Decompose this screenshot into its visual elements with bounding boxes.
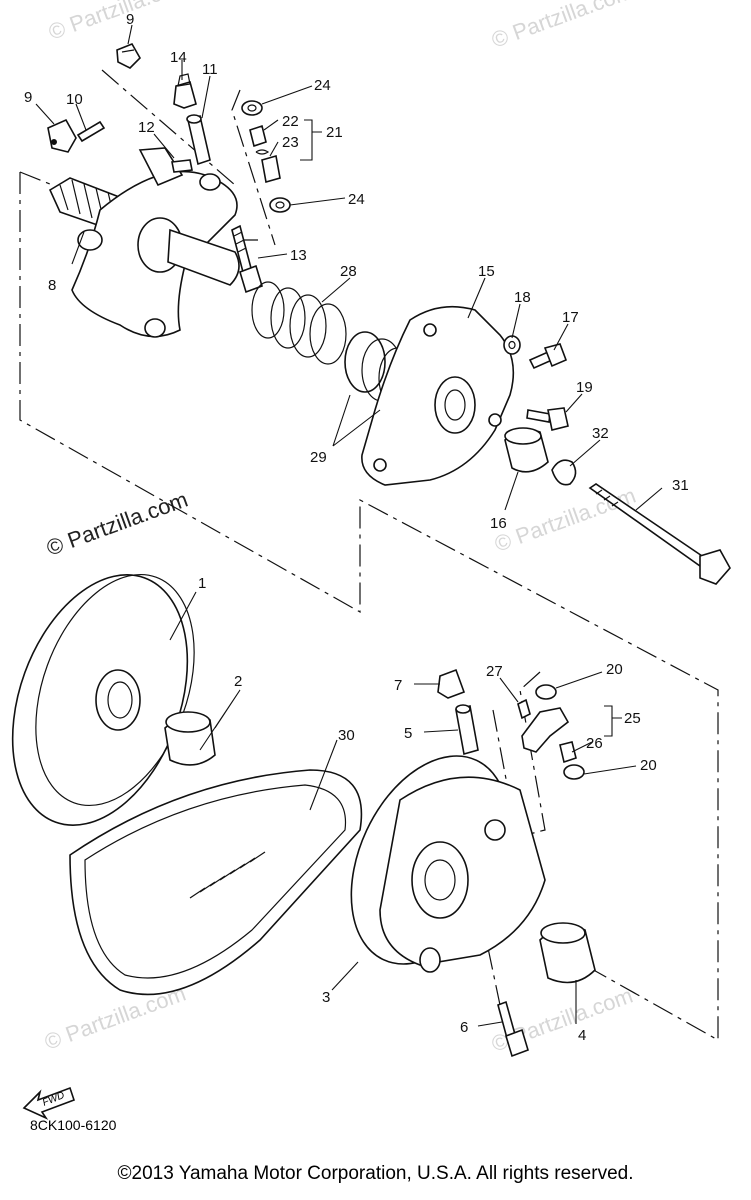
callout-3: 3 [322,989,330,1006]
callout-30: 30 [338,727,355,744]
part-27-pin [517,698,531,720]
part-2-bushing [164,711,216,766]
part-23-spring [255,149,281,184]
callout-15: 15 [478,263,495,280]
part-20-washer-lower [563,764,585,780]
callout-21: 21 [326,124,343,141]
part-31-long-bolt [588,483,731,585]
callout-6: 6 [460,1019,468,1036]
watermark-main: © Partzilla.com [43,487,191,561]
part-11-collar [186,114,211,166]
part-9-weight-upper [116,42,141,69]
callout-24: 24 [348,191,365,208]
part-9-weight-left [47,118,77,153]
leader-lines [35,24,663,1027]
part-19-bolt [526,407,569,431]
part-20-washer-upper [535,684,557,700]
part-10-pin [76,120,106,143]
part-32-circlip [551,459,577,486]
callout-31: 31 [672,477,689,494]
part-8-fixed-sheave [48,147,240,338]
callout-9: 9 [24,89,32,106]
part-18-washer [503,335,521,355]
watermark: © Partzilla.com [45,0,193,45]
callout-8: 8 [48,277,56,294]
part-16-bushing [504,427,549,473]
watermark: © Partzilla.com [488,0,636,53]
callout-20: 20 [640,757,657,774]
callout-13: 13 [290,247,307,264]
callout-20: 20 [606,661,623,678]
callout-28: 28 [340,263,357,280]
callout-29: 29 [310,449,327,466]
part-5-collar [455,704,479,756]
part-13-bolt [231,224,263,294]
callout-labels: 9 9 10 14 11 12 24 22 23 21 24 13 8 28 1… [24,11,689,1044]
callout-7: 7 [394,677,402,694]
copyright-footer: ©2013 Yamaha Motor Corporation, U.S.A. A… [117,1163,634,1184]
callout-1: 1 [198,575,206,592]
part-17-bolt [528,343,568,370]
callout-18: 18 [514,289,531,306]
part-14-nut [173,73,197,109]
part-25-arm [521,707,570,753]
callout-5: 5 [404,725,412,742]
callout-27: 27 [486,663,503,680]
part-3-primary-sheave [350,755,546,973]
callout-22: 22 [282,113,299,130]
part-24-washer-lower [269,197,291,213]
part-22-roller [249,124,267,148]
callout-12: 12 [138,119,155,136]
diagram-code: 8CK100-6120 [30,1117,117,1133]
part-26-roller [559,741,577,764]
part-28-spring [251,281,347,365]
part-4-bushing [539,922,596,984]
callout-16: 16 [490,515,507,532]
part-15-spider-cap [361,305,515,486]
callout-25: 25 [624,710,641,727]
callout-4: 4 [578,1027,586,1044]
callout-17: 17 [562,309,579,326]
watermark: © Partzilla.com [491,483,639,557]
part-12-spring-pin [171,159,193,173]
callout-14: 14 [170,49,187,66]
callout-9: 9 [126,11,134,28]
callout-24: 24 [314,77,331,94]
callout-19: 19 [576,379,593,396]
callout-23: 23 [282,134,299,151]
callout-2: 2 [234,673,242,690]
fwd-arrow-icon: FWD [22,1086,76,1120]
part-6-bolt [497,1000,529,1058]
callout-11: 11 [202,61,218,78]
part-30-drive-belt [69,769,363,996]
part-7-nut [437,668,466,699]
part-24-washer-upper [241,100,263,116]
callout-26: 26 [586,735,603,752]
callout-10: 10 [66,91,83,108]
callout-32: 32 [592,425,609,442]
